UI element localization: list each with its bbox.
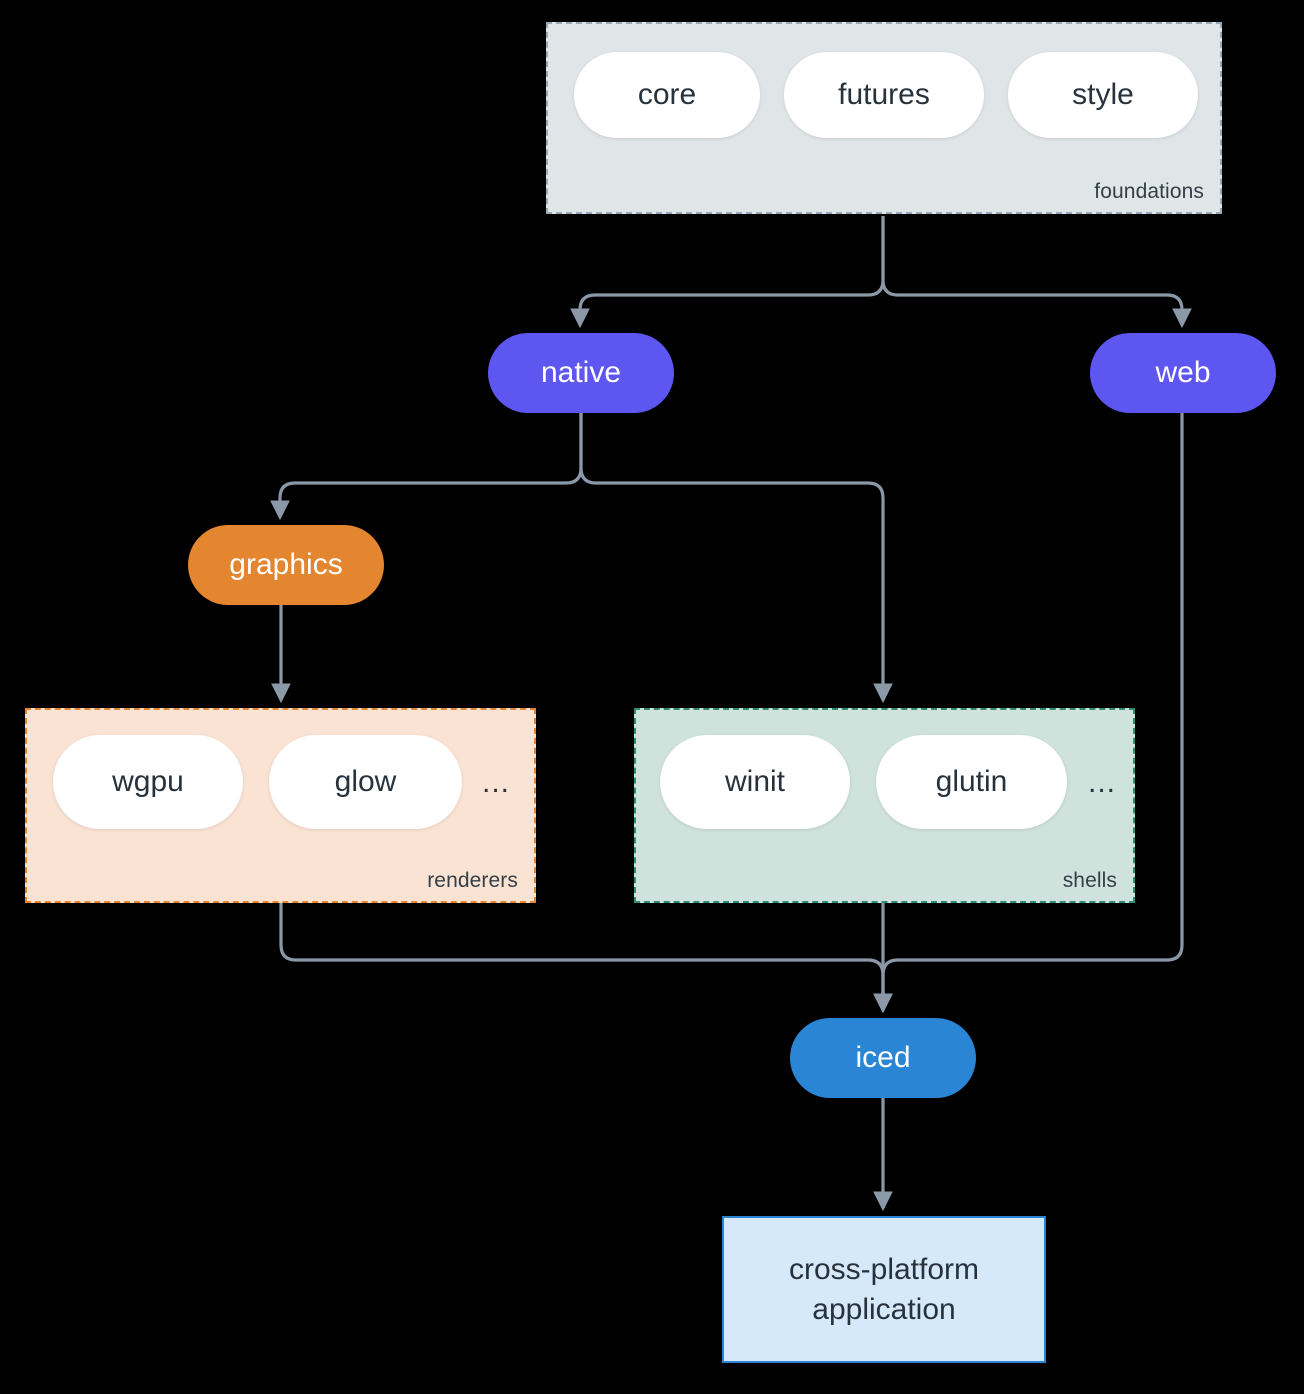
node-winit[interactable]: winit: [660, 735, 850, 829]
cluster-renderers-label: renderers: [427, 869, 518, 892]
node-futures-label: futures: [838, 78, 930, 111]
node-iced[interactable]: iced: [790, 1018, 976, 1098]
node-glow-label: glow: [334, 765, 397, 798]
application-label-line2: application: [812, 1292, 956, 1326]
node-glutin-label: glutin: [935, 765, 1008, 798]
edge-native-graphics: [270, 413, 583, 521]
node-style-label: style: [1072, 78, 1134, 111]
node-style[interactable]: style: [1008, 52, 1198, 138]
node-native[interactable]: native: [488, 333, 674, 413]
node-core[interactable]: core: [574, 52, 760, 138]
cluster-foundations-label: foundations: [1094, 180, 1204, 203]
cluster-shells: winit glutin ... shells: [634, 708, 1135, 903]
node-graphics[interactable]: graphics: [188, 525, 384, 605]
cluster-foundations: core futures style foundations: [546, 22, 1222, 214]
cluster-renderers: wgpu glow ... renderers: [25, 708, 536, 903]
node-cross-platform-application[interactable]: cross-platform application: [722, 1216, 1046, 1363]
edge-renderers-iced: [279, 903, 893, 1014]
shells-overflow-ellipsis: ...: [1088, 766, 1117, 799]
edge-foundations-native: [570, 216, 885, 329]
node-glow[interactable]: glow: [269, 735, 462, 829]
node-winit-label: winit: [724, 765, 785, 798]
node-futures[interactable]: futures: [784, 52, 984, 138]
node-glutin[interactable]: glutin: [876, 735, 1067, 829]
node-wgpu[interactable]: wgpu: [53, 735, 243, 829]
node-core-label: core: [637, 78, 697, 111]
node-native-label: native: [540, 356, 622, 389]
node-graphics-label: graphics: [229, 548, 343, 581]
node-iced-label: iced: [855, 1041, 911, 1074]
edge-native-shells: [579, 413, 893, 704]
renderers-overflow-ellipsis: ...: [482, 766, 511, 799]
node-wgpu-label: wgpu: [112, 765, 184, 798]
node-web[interactable]: web: [1090, 333, 1276, 413]
application-label-line1: cross-platform: [788, 1252, 980, 1286]
cluster-shells-label: shells: [1062, 869, 1117, 892]
edge-foundations-web: [881, 216, 1192, 329]
node-web-label: web: [1155, 356, 1211, 389]
